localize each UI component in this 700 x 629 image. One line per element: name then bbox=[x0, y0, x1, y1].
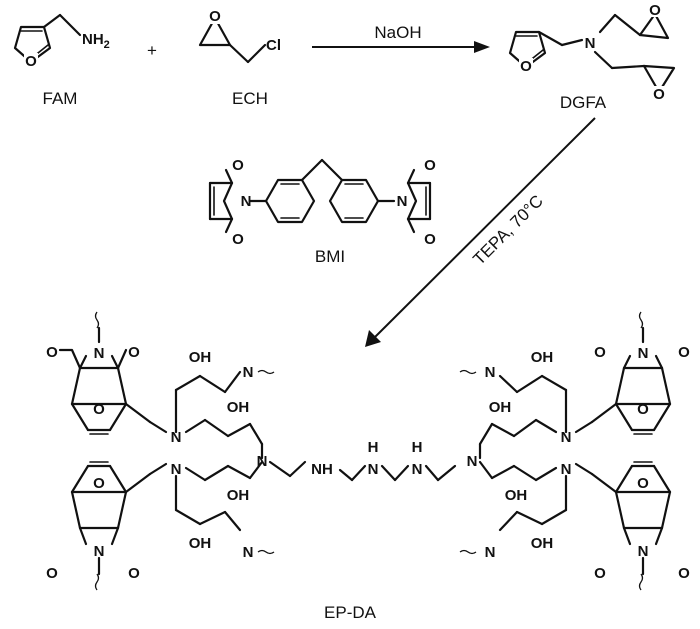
epda-imide-n-lt: N bbox=[94, 345, 105, 362]
epda-oxygen-lt2: O bbox=[128, 344, 140, 361]
epda-bridge-o-lt: O bbox=[93, 401, 105, 418]
epda-tepa-nh-1: NH bbox=[311, 461, 333, 478]
bmi-imide-nitrogen-2: N bbox=[397, 193, 408, 210]
epda-oh-rt-inner: OH bbox=[489, 399, 512, 416]
fam-label: FAM bbox=[43, 89, 78, 108]
epda-tepa-n-2: N bbox=[368, 461, 379, 478]
epda-oh-lb-inner: OH bbox=[227, 487, 250, 504]
epda-tepa-h-3: H bbox=[412, 439, 423, 456]
epda-oxygen-rb2: O bbox=[678, 565, 690, 582]
condition-step1: NaOH bbox=[374, 23, 421, 42]
fam-ring-oxygen: O bbox=[25, 53, 37, 70]
epda-oh-lb-outer: OH bbox=[189, 535, 212, 552]
dgfa-nitrogen: N bbox=[585, 35, 596, 52]
dgfa-ring-oxygen: O bbox=[520, 58, 532, 75]
epda-tepa-n-3: N bbox=[412, 461, 423, 478]
epda-oxygen-lb2: O bbox=[128, 565, 140, 582]
ech-label: ECH bbox=[232, 89, 268, 108]
epda-structure: O O N O O N O O N N N OH OH OH OH N N NH… bbox=[46, 311, 690, 622]
epda-n-right-core: N bbox=[467, 453, 478, 470]
dgfa-epoxide-oxygen-1: O bbox=[649, 2, 661, 19]
epda-bridge-o-rb: O bbox=[637, 475, 649, 492]
epda-oh-rt-outer: OH bbox=[531, 349, 554, 366]
epda-oh-lt-inner: OH bbox=[227, 399, 250, 416]
ech-chlorine: Cl bbox=[266, 37, 281, 54]
epda-n-right-bottom: N bbox=[561, 461, 572, 478]
epda-n-left-core: N bbox=[257, 453, 268, 470]
epda-oh-lt-outer: OH bbox=[189, 349, 212, 366]
bmi-carbonyl-oxygen-1: O bbox=[232, 157, 244, 174]
epda-imide-n-rb: N bbox=[638, 543, 649, 560]
epda-oh-rb-outer: OH bbox=[531, 535, 554, 552]
epda-bridge-o-lb: O bbox=[93, 475, 105, 492]
epda-oxygen-rb1: O bbox=[594, 565, 606, 582]
epda-n-rt-end: N bbox=[485, 364, 496, 381]
epda-imide-n-rt: N bbox=[638, 345, 649, 362]
epda-oxygen-rt2: O bbox=[678, 344, 690, 361]
epda-n-left-top: N bbox=[171, 429, 182, 446]
dgfa-epoxide-oxygen-2: O bbox=[653, 86, 665, 103]
epda-label: EP-DA bbox=[324, 603, 377, 622]
epda-imide-n-lb: N bbox=[94, 543, 105, 560]
plus-sign: + bbox=[147, 41, 157, 60]
dgfa-label: DGFA bbox=[560, 93, 607, 112]
ech-epoxide-oxygen: O bbox=[209, 8, 221, 25]
bmi-structure: O O N N O O BMI bbox=[208, 157, 436, 266]
epda-n-right-top: N bbox=[561, 429, 572, 446]
fam-amine-group: NH2 bbox=[82, 31, 110, 51]
bmi-label: BMI bbox=[315, 247, 345, 266]
reaction-arrow-2 bbox=[365, 117, 596, 347]
bmi-imide-nitrogen-1: N bbox=[241, 193, 252, 210]
epda-oxygen-rt1: O bbox=[594, 344, 606, 361]
bmi-carbonyl-oxygen-3: O bbox=[424, 157, 436, 174]
epda-bridge-o-rt: O bbox=[637, 401, 649, 418]
bmi-carbonyl-oxygen-4: O bbox=[424, 231, 436, 248]
epda-tepa-h-2: H bbox=[368, 439, 379, 456]
epda-n-lt-end: N bbox=[243, 364, 254, 381]
epda-n-rb-end: N bbox=[485, 544, 496, 561]
dgfa-structure: O N O O DGFA bbox=[508, 1, 676, 112]
reaction-arrow-1 bbox=[312, 41, 490, 53]
epda-n-left-bottom: N bbox=[171, 461, 182, 478]
ech-structure: O Cl ECH bbox=[198, 8, 281, 108]
fam-structure: O NH2 FAM bbox=[13, 13, 110, 108]
epda-oh-rb-inner: OH bbox=[505, 487, 528, 504]
epda-n-lb-end: N bbox=[243, 544, 254, 561]
epda-oxygen-lb1: O bbox=[46, 565, 58, 582]
bmi-carbonyl-oxygen-2: O bbox=[232, 231, 244, 248]
epda-oxygen-lt1: O bbox=[46, 344, 58, 361]
